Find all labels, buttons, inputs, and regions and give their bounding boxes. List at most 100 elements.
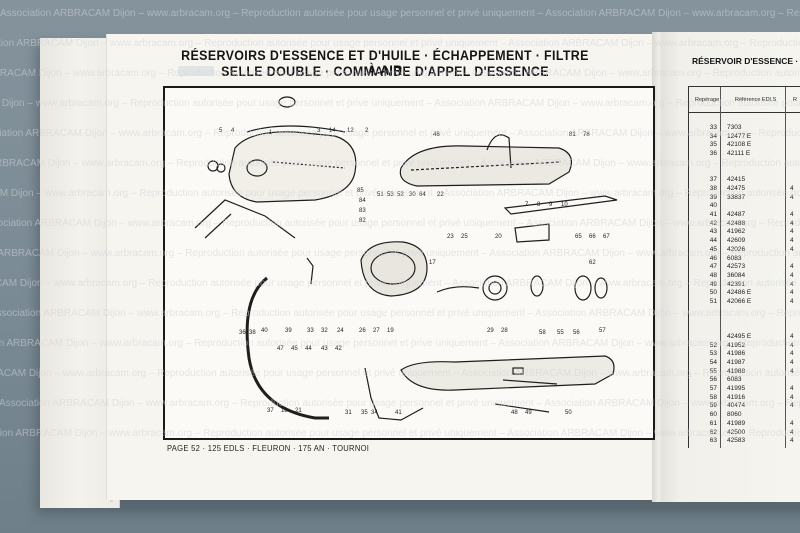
reference-cell: 42391	[727, 280, 746, 288]
reference-cell: 41962	[727, 228, 746, 236]
reperage-cell: 41	[709, 211, 717, 218]
callout-number: 81	[569, 132, 576, 138]
reperage-cell: 55	[709, 367, 717, 375]
tank-top-bar	[246, 125, 346, 133]
callout-number: 32	[321, 328, 328, 334]
callout-number: 22	[437, 192, 444, 198]
page-title-line-2: SELLE DOUBLE · COMMANDE D'APPEL D'ESSENC…	[221, 64, 549, 79]
callout-number: 8	[537, 202, 541, 208]
third-column-cell: 4	[790, 245, 794, 253]
reperage-cell: 53	[709, 350, 717, 358]
callout-number: 49	[525, 410, 532, 416]
reference-cell: 41952	[727, 341, 746, 349]
callout-number: 4	[231, 128, 235, 134]
frame-tube-lower	[204, 213, 232, 239]
right-page-title: RÉSERVOIR D'ESSENCE · ÉCH	[692, 56, 800, 66]
reperage-cell: 40	[709, 202, 717, 210]
reperage-cell: 42	[709, 219, 717, 227]
third-column-cell: 4	[790, 437, 794, 445]
callout-number: 45	[291, 346, 298, 352]
reperage-cell: 47	[709, 263, 717, 271]
callout-number: 17	[429, 260, 436, 266]
callout-number: 14	[329, 128, 336, 134]
diagram-line-art	[194, 96, 618, 421]
table-row	[689, 167, 800, 176]
third-column-cell: 4	[790, 228, 794, 236]
callout-number: 25	[461, 234, 468, 240]
col-header-reperage: Repérage	[695, 97, 720, 103]
reference-cell: 42488	[727, 219, 746, 227]
third-column-cell: 4	[790, 367, 794, 375]
reference-cell: 42495 E	[727, 332, 752, 340]
reperage-cell: 45	[709, 245, 717, 253]
tank-washer	[207, 160, 219, 172]
callout-number: 35	[361, 410, 368, 416]
reperage-cell: 39	[709, 193, 717, 201]
reference-cell: 42066 E	[727, 298, 752, 305]
control-rod	[502, 379, 558, 385]
third-column-cell: 4	[790, 298, 794, 305]
third-column-cell: 4	[790, 393, 794, 401]
callout-number: 46	[433, 132, 440, 138]
callout-number: 30	[409, 192, 416, 198]
table-row: 51 42066 E 4	[689, 297, 800, 306]
callout-number: 50	[565, 410, 572, 416]
third-column-cell: 4	[790, 280, 794, 288]
callout-number: 41	[395, 410, 402, 416]
callout-number: 20	[495, 234, 502, 240]
reperage-cell: 52	[709, 341, 717, 349]
reference-cell: 33837	[727, 193, 746, 201]
reperage-cell: 63	[709, 437, 717, 445]
reference-cell: 42486 E	[727, 289, 752, 297]
reperage-cell: 34	[709, 132, 717, 140]
air-filter-ring	[482, 275, 508, 301]
callout-number: 64	[419, 192, 426, 198]
reperage-cell: 51	[709, 298, 717, 305]
third-column-cell: 4	[790, 332, 794, 340]
callout-number: 28	[501, 328, 508, 334]
reference-cell: 41989	[727, 419, 746, 427]
reperage-cell: 57	[709, 385, 717, 392]
right-page	[662, 32, 800, 502]
reference-cell: 40474	[727, 402, 746, 410]
reperage-cell: 36	[709, 150, 717, 158]
callout-number: 7	[525, 202, 529, 208]
callout-number: 26	[359, 328, 366, 334]
reperage-cell: 37	[709, 176, 717, 184]
fuel-cable	[306, 257, 314, 285]
callout-number: 57	[599, 328, 606, 334]
reference-cell: 42475	[727, 184, 746, 192]
reference-cell: 7303	[727, 124, 742, 131]
callout-number: 27	[373, 328, 380, 334]
oil-tank	[360, 241, 428, 297]
double-seat	[399, 145, 572, 187]
table-row: 42495 E 4	[689, 332, 800, 341]
reperage-cell: 50	[709, 289, 717, 297]
callout-number: 58	[539, 330, 546, 336]
callout-number: 67	[603, 234, 610, 240]
reperage-cell: 56	[709, 376, 717, 384]
third-column-cell: 4	[790, 237, 794, 245]
tank-filler-cap	[278, 96, 296, 108]
third-column-cell: 4	[790, 184, 794, 192]
callout-number: 48	[511, 410, 518, 416]
callout-number: 12	[347, 128, 354, 134]
callout-numbers: 5 4 1 3 14 12 2 46 81 78 85 84 83 82 51 …	[219, 128, 610, 416]
reference-cell: 6083	[727, 376, 742, 384]
callout-number: 1	[269, 130, 273, 136]
